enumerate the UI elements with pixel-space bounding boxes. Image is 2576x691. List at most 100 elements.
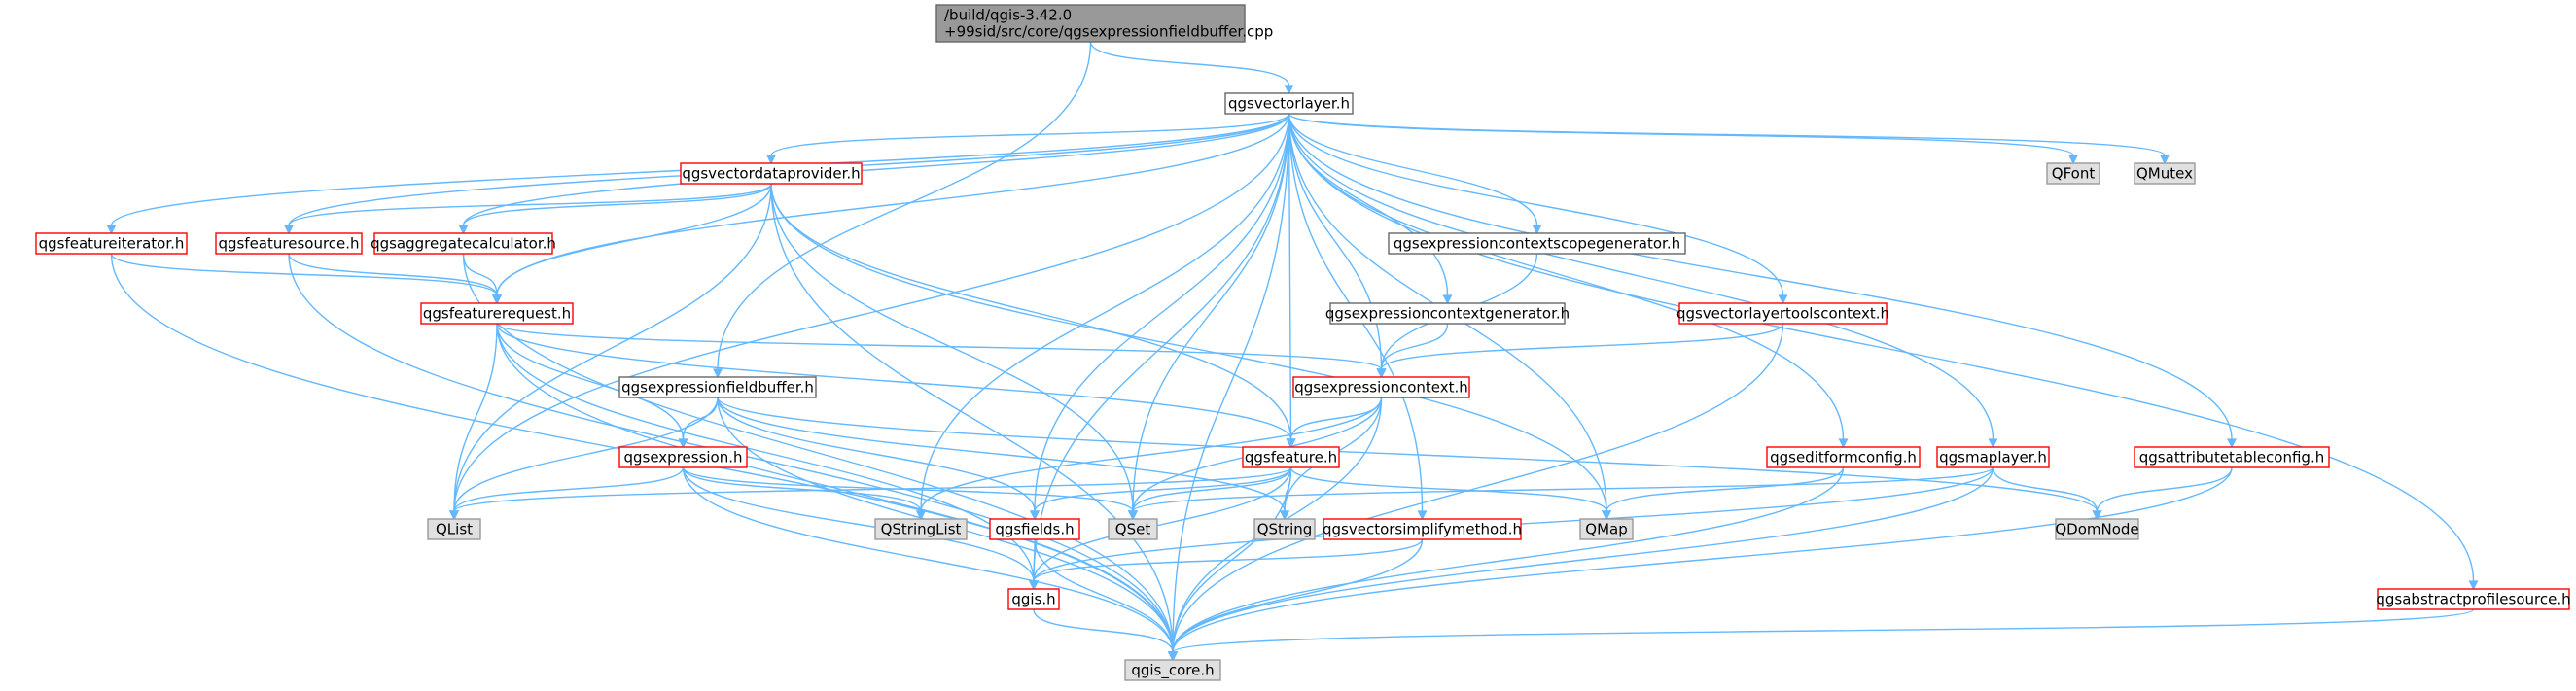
edge-vectorlayer-to-aggregatecalculator	[458, 113, 1290, 235]
edge-line	[717, 397, 1036, 512]
edge-vectorlayer-to-exprctxscopegen	[1288, 113, 1542, 235]
edge-line	[288, 183, 772, 226]
arrowhead	[1442, 294, 1453, 305]
edge-line	[1288, 113, 2475, 582]
edge-feature-to-qlist	[449, 466, 1292, 521]
edge-line	[1172, 323, 1784, 653]
edge-root-to-exprfieldbuffer	[713, 41, 1092, 379]
node-featuresource[interactable]: qgsfeaturesource.h	[215, 232, 363, 255]
edge-line	[1606, 466, 1845, 512]
node-feature[interactable]: qgsfeature.h	[1242, 446, 1340, 468]
node-box	[2055, 518, 2139, 540]
edge-line	[110, 253, 498, 296]
edge-line	[1172, 466, 1994, 653]
node-box	[935, 4, 1246, 43]
node-box	[1678, 302, 1888, 325]
edge-vectorlayer-to-vectordataprovider	[766, 113, 1290, 165]
arrowhead	[284, 225, 294, 235]
edge-line	[682, 466, 1035, 582]
edge-line	[1172, 466, 2233, 653]
edge-simplifymethod-to-qgis	[1029, 538, 1424, 591]
node-box	[1292, 376, 1470, 398]
node-aggregatecalculator[interactable]: qgsaggregatecalculator.h	[371, 232, 556, 255]
edge-line	[770, 183, 1134, 512]
edge-vectorlayer-to-vltoolscontext	[1288, 113, 1788, 305]
node-label: QSet	[1115, 521, 1151, 538]
edge-line	[920, 113, 1290, 512]
node-vectorlayer[interactable]: qgsvectorlayer.h	[1224, 92, 1354, 115]
edge-line	[1132, 466, 1292, 512]
edge-line	[1089, 41, 1290, 86]
edge-line	[462, 253, 1174, 653]
edge-editformconfig-to-qmap	[1602, 466, 1845, 521]
edge-line	[717, 41, 1092, 370]
edge-line	[496, 323, 685, 440]
edge-line	[1288, 113, 1292, 440]
edge-vectordataprovider-to-aggregatecalculator	[458, 183, 772, 235]
node-box	[618, 446, 748, 468]
edge-line	[770, 183, 1607, 512]
node-box	[373, 232, 553, 255]
node-qlist: QList	[427, 518, 481, 540]
edge-vectordataprovider-to-qgiscore	[770, 183, 1178, 662]
node-fields[interactable]: qgsfields.h	[989, 518, 1080, 540]
node-maplayer[interactable]: qgsmaplayer.h	[1936, 446, 2050, 468]
node-attrtableconfig[interactable]: qgsattributetableconfig.h	[2134, 446, 2330, 468]
arrowhead	[1778, 294, 1788, 305]
node-box	[1124, 659, 1221, 681]
edge-profilesource-to-qgiscore	[1168, 608, 2475, 662]
edge-line	[496, 183, 772, 296]
edge-line	[682, 466, 1174, 653]
node-root[interactable]: /build/qgis-3.42.0+99sid/src/core/qgsexp…	[935, 4, 1273, 43]
node-qmutex: QMutex	[2134, 162, 2196, 185]
edge-line	[1992, 466, 2099, 512]
node-expression[interactable]: qgsexpression.h	[618, 446, 748, 468]
arrowhead	[458, 225, 469, 235]
arrowhead	[1838, 438, 1849, 449]
node-editformconfig[interactable]: qgseditformconfig.h	[1766, 446, 1921, 468]
node-label: qgsvectorlayer.h	[1228, 95, 1350, 113]
edge-line	[1380, 323, 1449, 370]
edge-line	[1172, 608, 2475, 653]
edge-vectordataprovider-to-featuresource	[284, 183, 772, 235]
node-qdomnode: QDomNode	[2055, 518, 2139, 540]
node-box	[2134, 446, 2330, 468]
edge-vectorlayer-to-featurerequest	[492, 113, 1290, 305]
edge-vectorlayer-to-exprcontext	[1288, 113, 1387, 379]
node-exprctxgen[interactable]: qgsexpressioncontextgenerator.h	[1325, 302, 1570, 325]
node-vectordataprovider[interactable]: qgsvectordataprovider.h	[680, 162, 863, 185]
arrowhead	[766, 155, 776, 165]
node-label: QList	[436, 521, 473, 538]
arrowhead	[1029, 580, 1039, 591]
arrowhead	[1168, 651, 1178, 662]
node-featurerequest[interactable]: qgsfeaturerequest.h	[420, 302, 574, 325]
edge-vectorlayer-to-qmutex	[1288, 113, 2170, 165]
edge-line	[770, 183, 1292, 440]
node-exprfieldbuffer[interactable]: qgsexpressionfieldbuffer.h	[618, 376, 817, 398]
node-featureiterator[interactable]: qgsfeatureiterator.h	[35, 232, 188, 255]
node-qset: QSet	[1108, 518, 1158, 540]
edge-feature-to-fields	[1030, 466, 1292, 521]
node-simplifymethod[interactable]: qgsvectorsimplifymethod.h	[1323, 518, 1522, 540]
edges-layer	[106, 41, 2479, 662]
edge-line	[1033, 113, 1290, 582]
edge-line	[288, 253, 498, 296]
node-label: qgsfeature.h	[1245, 449, 1337, 466]
arrowhead	[492, 294, 502, 305]
edge-line	[1033, 608, 1174, 653]
node-qgis[interactable]: qgis.h	[1007, 588, 1060, 610]
edge-line	[682, 466, 922, 512]
node-exprcontext[interactable]: qgsexpressioncontext.h	[1292, 376, 1470, 398]
node-label: qgsexpressioncontextscopegenerator.h	[1394, 235, 1680, 253]
node-label: QString	[1257, 521, 1313, 538]
node-box	[680, 162, 863, 185]
edge-line	[717, 397, 1286, 512]
arrowhead	[713, 368, 723, 379]
node-label: qgsaggregatecalculator.h	[371, 235, 556, 253]
node-exprctxscopegen[interactable]: qgsexpressioncontextscopegenerator.h	[1388, 232, 1686, 255]
arrowhead	[916, 510, 926, 521]
node-box	[1579, 518, 1634, 540]
node-profilesource[interactable]: qgsabstractprofilesource.h	[2376, 588, 2571, 610]
node-label: qgsexpressioncontext.h	[1294, 379, 1468, 397]
node-vltoolscontext[interactable]: qgsvectorlayertoolscontext.h	[1676, 302, 1889, 325]
